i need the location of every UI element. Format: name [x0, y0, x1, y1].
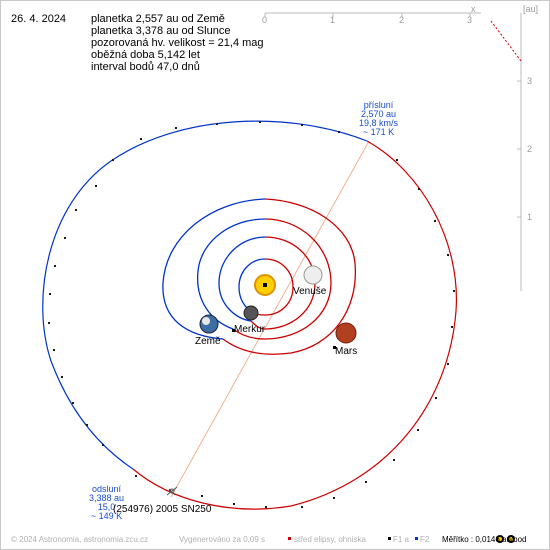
info-line-magnitude: pozorovaná hv. velikost = 21,4 mag — [91, 37, 264, 49]
asteroid-info-panel: planetka 2,557 au od Země planetka 3,378… — [91, 13, 264, 73]
info-line-sun-distance: planetka 3,378 au od Slunce — [91, 25, 231, 37]
footer-legend-center: střed elipsy, ohniska — [294, 535, 366, 544]
asteroid-orbit-blue-arc — [42, 120, 368, 470]
venus-label: Venuše — [293, 286, 327, 297]
aphelion-distance: 3,388 au — [89, 493, 125, 503]
footer-generated: Vygenerováno za 0,09 s — [179, 535, 265, 544]
footer-legend-f1: F1 a — [393, 535, 410, 544]
date-label: 26. 4. 2024 — [11, 13, 67, 25]
earth-icon — [199, 314, 219, 334]
perihelion-label: přísluní 2,570 au 19,8 km/s ~ 171 K — [359, 101, 398, 137]
earth-label: Země — [195, 336, 221, 347]
venus-orbit-blue — [218, 236, 266, 322]
asteroid-label: (254976) 2005 SN250 — [113, 504, 212, 515]
x-tick-1: 1 — [330, 15, 335, 25]
mars-orbit-blue — [162, 198, 266, 340]
perihelion-speed: 19,8 km/s — [359, 118, 399, 128]
x-tick-2: 2 — [399, 15, 404, 25]
aphelion-label: odsluní 3,388 au 15,0 ~ 149 K — [89, 485, 124, 521]
y-tick-3: 3 — [527, 76, 532, 86]
aphelion-temp: ~ 149 K — [90, 511, 123, 521]
footer-scale: Měřítko : 0,0146 au/bod — [442, 535, 527, 544]
info-line-earth-distance: planetka 2,557 au od Země — [91, 13, 225, 25]
footer-copyright[interactable]: © 2024 Astronomia, astronomia.zcu.cz — [11, 535, 149, 544]
mars-label: Mars — [335, 346, 358, 357]
perihelion-distance: 2,570 au — [360, 109, 397, 119]
asteroid-orbit-red-arc — [132, 140, 458, 510]
mars-orbit-red — [222, 198, 356, 355]
perihelion-title: přísluní — [363, 100, 394, 110]
info-line-interval: interval bodů 47,0 dnů — [91, 61, 200, 73]
orbit-point-markers — [48, 121, 455, 508]
y-tick-2: 2 — [527, 144, 532, 154]
asteroid-marker-icon — [166, 486, 178, 496]
aphelion-title: odsluní — [92, 484, 122, 494]
venus-icon — [303, 265, 323, 285]
mars-icon — [335, 322, 357, 344]
apsides-line — [170, 140, 370, 498]
info-line-period: oběžná doba 5,142 let — [91, 49, 200, 61]
earth-orbit-red — [232, 218, 332, 340]
x-axis-label: x — [471, 4, 476, 14]
unit-label: [au] — [523, 4, 538, 14]
mercury-icon — [243, 305, 259, 321]
x-tick-3: 3 — [467, 15, 472, 25]
aphelion-speed: 15,0 — [97, 502, 116, 512]
venus-orbit-red — [250, 236, 316, 330]
x-tick-0: 0 — [262, 15, 267, 25]
y-tick-1: 1 — [527, 212, 532, 222]
mercury-label: Merkur — [234, 324, 266, 335]
footer-legend-f2: F2 — [420, 535, 430, 544]
perihelion-temp: ~ 171 K — [362, 127, 395, 137]
